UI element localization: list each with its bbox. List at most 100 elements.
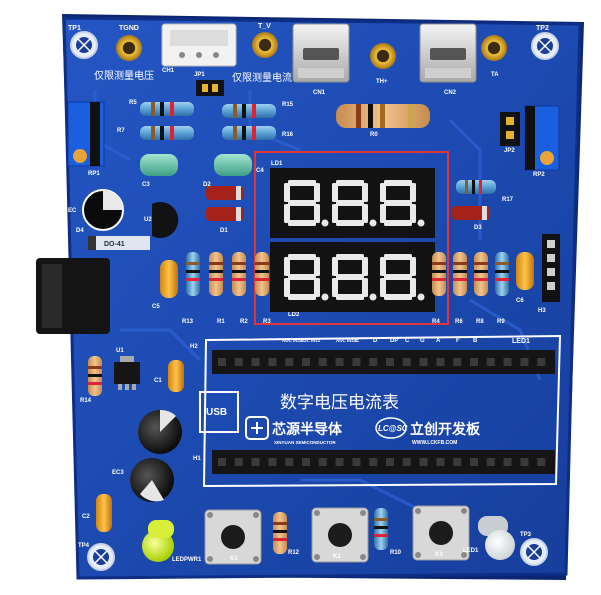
header-pin [268,458,277,466]
d3-label: D3 [474,225,482,231]
usb-label: USB [206,407,227,418]
ld1-label: LD1 [271,161,283,167]
pin-header-h1[interactable] [212,450,555,474]
header-pin [234,358,243,366]
header-pin [285,458,294,466]
jumper-jp1[interactable] [196,80,224,96]
pin-header-top[interactable] [212,350,555,374]
ledpwr1-label: LEDPWR1 [172,557,202,563]
d4-label: D4 [76,228,84,234]
header-pin [251,358,260,366]
c3-label: C3 [142,182,150,188]
led1-top-label: LED1 [512,338,530,345]
ec3-label: EC3 [112,470,124,476]
r16-label: R16 [282,132,294,138]
header-pin [402,358,411,366]
header-pin [218,358,226,366]
potentiometer-rp2[interactable] [524,105,560,171]
test-point-tp2[interactable] [531,32,559,60]
header-pin [251,458,260,466]
header-pin [285,358,294,366]
resistor-r2 [232,252,246,296]
lcsc-logo-icon [375,417,407,439]
header-pin [537,358,546,366]
header-pin [318,358,327,366]
pad-tgnd[interactable] [116,35,142,61]
header-pin [453,458,462,466]
note-voltage: 仅限测量电压 [94,69,154,82]
pad-ta[interactable] [481,35,507,61]
rp2-label: RP2 [533,172,545,178]
h1-label: H1 [193,456,201,462]
r0-label: R0 [370,132,378,138]
test-point-tp1[interactable] [70,31,98,59]
k3-label: K3 [435,552,443,558]
cn1-label: CN1 [313,90,326,96]
r6-label: R6 [455,319,463,325]
test-point-tp3[interactable] [520,538,548,566]
pad-th-plus[interactable] [370,43,396,69]
header-pin [419,358,428,366]
ec-label: EC [68,208,77,214]
status-led-white [478,516,515,560]
ch1-label: CH1 [162,68,175,74]
tp4-label: TP4 [78,543,90,549]
brand-left-sub: XINYUAN SEMICONDUCTOR [274,440,336,445]
h3-label: H3 [538,308,546,314]
button-k2[interactable] [311,507,369,563]
header-pin [218,458,226,466]
c5-label: C5 [152,304,160,310]
button-k1[interactable] [204,509,262,565]
header-pin [335,458,344,466]
header-pin [453,358,462,366]
header-pin-label: G [420,338,425,344]
header-pin [234,458,243,466]
seven-seg-digits [284,180,425,301]
header-pin-label: E [355,338,359,344]
header-pin [352,358,361,366]
u2-label: U2 [144,217,152,223]
header-pin [436,458,445,466]
seven-seg-digit-top-2 [332,180,377,227]
jumper-jp2[interactable] [500,112,520,146]
electrolytic-cap-ec2 [138,409,182,454]
resistor-r7 [140,126,194,140]
c1-label: C1 [154,378,162,384]
r4-label: R4 [432,319,440,325]
r7-label: R7 [117,128,125,134]
regulator-u1 [114,356,140,390]
th-plus-label: TH+ [376,79,388,85]
brand-left: 芯源半导体 [272,421,343,438]
header-pin-label: C [405,338,410,344]
diode-d1 [206,207,244,221]
k1-label: K1 [230,556,238,562]
pad-tv[interactable] [252,32,278,58]
button-k3[interactable] [412,505,470,561]
r13-label: R13 [182,319,194,325]
d1-label: D1 [220,228,228,234]
resistor-r12 [273,512,287,554]
r12-label: R12 [288,550,300,556]
header-pin [268,358,277,366]
header-pin [369,458,378,466]
header-pin [402,458,411,466]
cn2-label: CN2 [444,90,457,96]
jp1-label: JP1 [194,72,205,78]
r1-label: R1 [217,319,225,325]
header-pin [470,458,478,466]
dc-power-jack[interactable] [36,258,110,334]
header-pin [302,358,310,366]
capacitor-c3 [140,154,178,176]
r15-label: R15 [282,102,294,108]
header-pin-label: B [473,338,478,344]
power-led-yellow [142,520,174,562]
h2-label: H2 [190,344,198,350]
resistor-r8 [474,252,488,296]
c4-label: C4 [256,168,264,174]
test-point-tp4[interactable] [87,543,115,571]
ta-label: TA [491,72,499,78]
connector-ch1 [161,23,237,67]
pin-header-h3[interactable] [542,234,560,302]
potentiometer-rp1[interactable] [67,101,105,167]
